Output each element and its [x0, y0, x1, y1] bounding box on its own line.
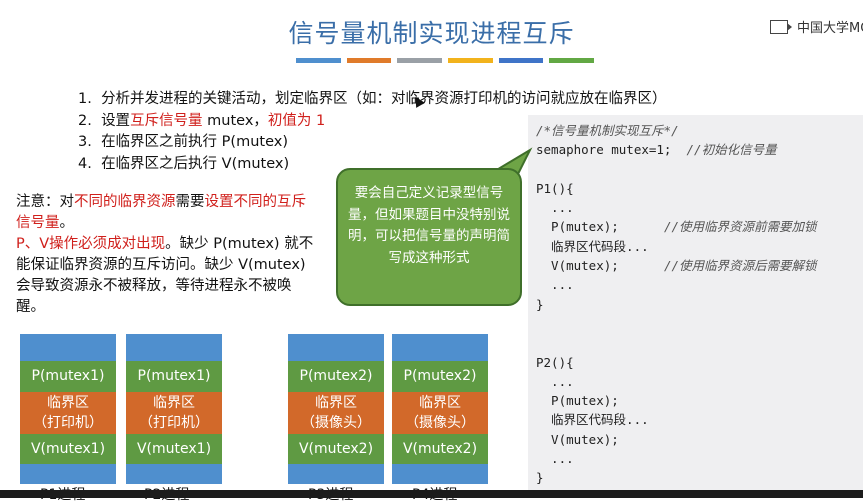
v-operation: V(mutex2): [392, 434, 488, 464]
color-segment-5: [498, 58, 544, 63]
process-block-p1: P(mutex1) 临界区 （打印机） V(mutex1): [20, 334, 116, 484]
code-line: V(mutex);: [536, 431, 619, 447]
v-operation: V(mutex1): [20, 434, 116, 464]
step-text: mutex，: [202, 112, 268, 129]
critical-section: 临界区 （摄像头）: [288, 392, 384, 434]
cs-resource: （摄像头）: [301, 415, 371, 431]
cs-label: 临界区: [153, 395, 195, 411]
step-highlight: 互斥信号量: [130, 112, 203, 129]
title-color-bar: [296, 58, 595, 63]
code-comment: //初始化信号量: [671, 142, 777, 158]
step-item: 1. 分析并发进程的关键活动，划定临界区（如：对临界资源打印机的访问就应放在临界…: [78, 89, 667, 111]
note-highlight: 不同的临界资源: [74, 194, 176, 210]
code-line: ...: [536, 373, 574, 389]
code-comment: /*信号量机制实现互斥*/: [536, 123, 679, 138]
code-text: semaphore mutex=1;: [536, 142, 672, 158]
color-segment-4: [448, 58, 493, 63]
video-camera-icon: [770, 19, 792, 34]
step-number: 4.: [78, 155, 92, 172]
note-text: 。: [59, 215, 75, 231]
code-line: }: [536, 470, 544, 486]
code-line: ...: [536, 451, 574, 467]
block-top: [392, 334, 488, 361]
block-bottom: [288, 464, 384, 484]
block-top: [20, 334, 116, 361]
p-operation: P(mutex2): [288, 361, 384, 392]
code-line: ...: [536, 277, 574, 293]
logo-text: 中国大学MO: [797, 21, 863, 36]
step-item: 3. 在临界区之前执行 P(mutex): [78, 132, 667, 154]
critical-section: 临界区 （打印机）: [126, 392, 222, 434]
note-text: 。缺少 P(mutex) 就不能保证临界资源的互斥访问。缺少 V(mutex) …: [16, 236, 314, 315]
code-line: ...: [536, 200, 574, 216]
p-operation: P(mutex2): [392, 361, 488, 392]
cs-label: 临界区: [315, 395, 357, 411]
block-bottom: [20, 464, 116, 484]
step-item: 4. 在临界区之后执行 V(mutex): [78, 154, 667, 176]
code-line: P2(){: [536, 354, 574, 370]
step-highlight: 初值为 1: [267, 112, 326, 129]
cs-resource: （打印机）: [139, 415, 209, 431]
step-text: 在临界区之前执行 P(mutex): [101, 134, 288, 150]
steps-list: 1. 分析并发进程的关键活动，划定临界区（如：对临界资源打印机的访问就应放在临界…: [78, 89, 667, 175]
mooc-logo: 中国大学MO: [770, 17, 863, 36]
v-operation: V(mutex1): [126, 434, 222, 464]
note-highlight: P、V操作必须成对出现: [16, 236, 166, 252]
process-block-p3: P(mutex2) 临界区 （摄像头） V(mutex2): [288, 334, 384, 484]
process-block-p4: P(mutex2) 临界区 （摄像头） V(mutex2): [392, 334, 488, 484]
process-block-p2: P(mutex1) 临界区 （打印机） V(mutex1): [126, 334, 222, 484]
color-segment-3: [397, 58, 443, 63]
step-text: 设置: [101, 112, 131, 129]
critical-section: 临界区 （摄像头）: [392, 392, 488, 434]
color-segment-6: [549, 58, 595, 63]
step-item: 2. 设置互斥信号量 mutex，初值为 1: [78, 111, 667, 133]
code-comment: //使用临界资源后需要解锁: [618, 258, 817, 274]
notes-block: 注意：对不同的临界资源需要设置不同的互斥信号量。 P、V操作必须成对出现。缺少 …: [16, 192, 316, 318]
code-line: 临界区代码段...: [536, 412, 649, 428]
code-line: }: [536, 296, 544, 312]
note-text: 注意：对: [16, 194, 74, 210]
code-line: V(mutex); //使用临界资源后需要解锁: [536, 256, 817, 275]
step-text: 在临界区之后执行 V(mutex): [101, 155, 290, 172]
critical-section: 临界区 （打印机）: [20, 392, 116, 434]
video-control-bar: [0, 490, 863, 498]
cs-resource: （摄像头）: [405, 415, 475, 431]
note-paragraph-1: 注意：对不同的临界资源需要设置不同的互斥信号量。: [16, 192, 316, 234]
code-comment: //使用临界资源前需要加锁: [618, 219, 817, 235]
note-paragraph-2: P、V操作必须成对出现。缺少 P(mutex) 就不能保证临界资源的互斥访问。缺…: [16, 234, 316, 318]
step-number: 1.: [78, 91, 92, 107]
code-line: P(mutex);: [536, 393, 619, 409]
code-line: semaphore mutex=1; //初始化信号量: [536, 140, 817, 159]
code-text: P(mutex);: [536, 219, 619, 235]
block-top: [288, 334, 384, 361]
p-operation: P(mutex1): [126, 361, 222, 392]
code-line: P(mutex); //使用临界资源前需要加锁: [536, 217, 817, 236]
code-line: 临界区代码段...: [536, 238, 649, 254]
callout-bubble: [336, 168, 522, 306]
callout-text: 要会自己定义记录型信号量，但如果题目中没特别说明，可以把信号量的声明简写成这种形…: [348, 185, 510, 266]
color-segment-1: [296, 58, 341, 63]
step-number: 3.: [78, 134, 92, 150]
code-line: P1(){: [536, 180, 574, 196]
slide-title: 信号量机制实现进程互斥: [288, 19, 575, 48]
note-text: 需要: [175, 194, 205, 210]
cs-label: 临界区: [47, 395, 89, 411]
code-panel: [528, 115, 863, 498]
color-segment-2: [346, 58, 392, 63]
v-operation: V(mutex2): [288, 434, 384, 464]
code-text: V(mutex);: [536, 258, 619, 274]
note-highlight: 设置不同的互斥信号量: [16, 194, 306, 231]
block-bottom: [392, 464, 488, 484]
step-text: 分析并发进程的关键活动，划定临界区（如：对临界资源打印机的访问就应放在临界区）: [101, 91, 667, 107]
block-bottom: [126, 464, 222, 484]
cs-label: 临界区: [419, 395, 461, 411]
code-listing: /*信号量机制实现互斥*/ semaphore mutex=1; //初始化信号量…: [536, 121, 817, 488]
cs-resource: （打印机）: [33, 415, 103, 431]
block-top: [126, 334, 222, 361]
step-number: 2.: [78, 112, 92, 129]
p-operation: P(mutex1): [20, 361, 116, 392]
